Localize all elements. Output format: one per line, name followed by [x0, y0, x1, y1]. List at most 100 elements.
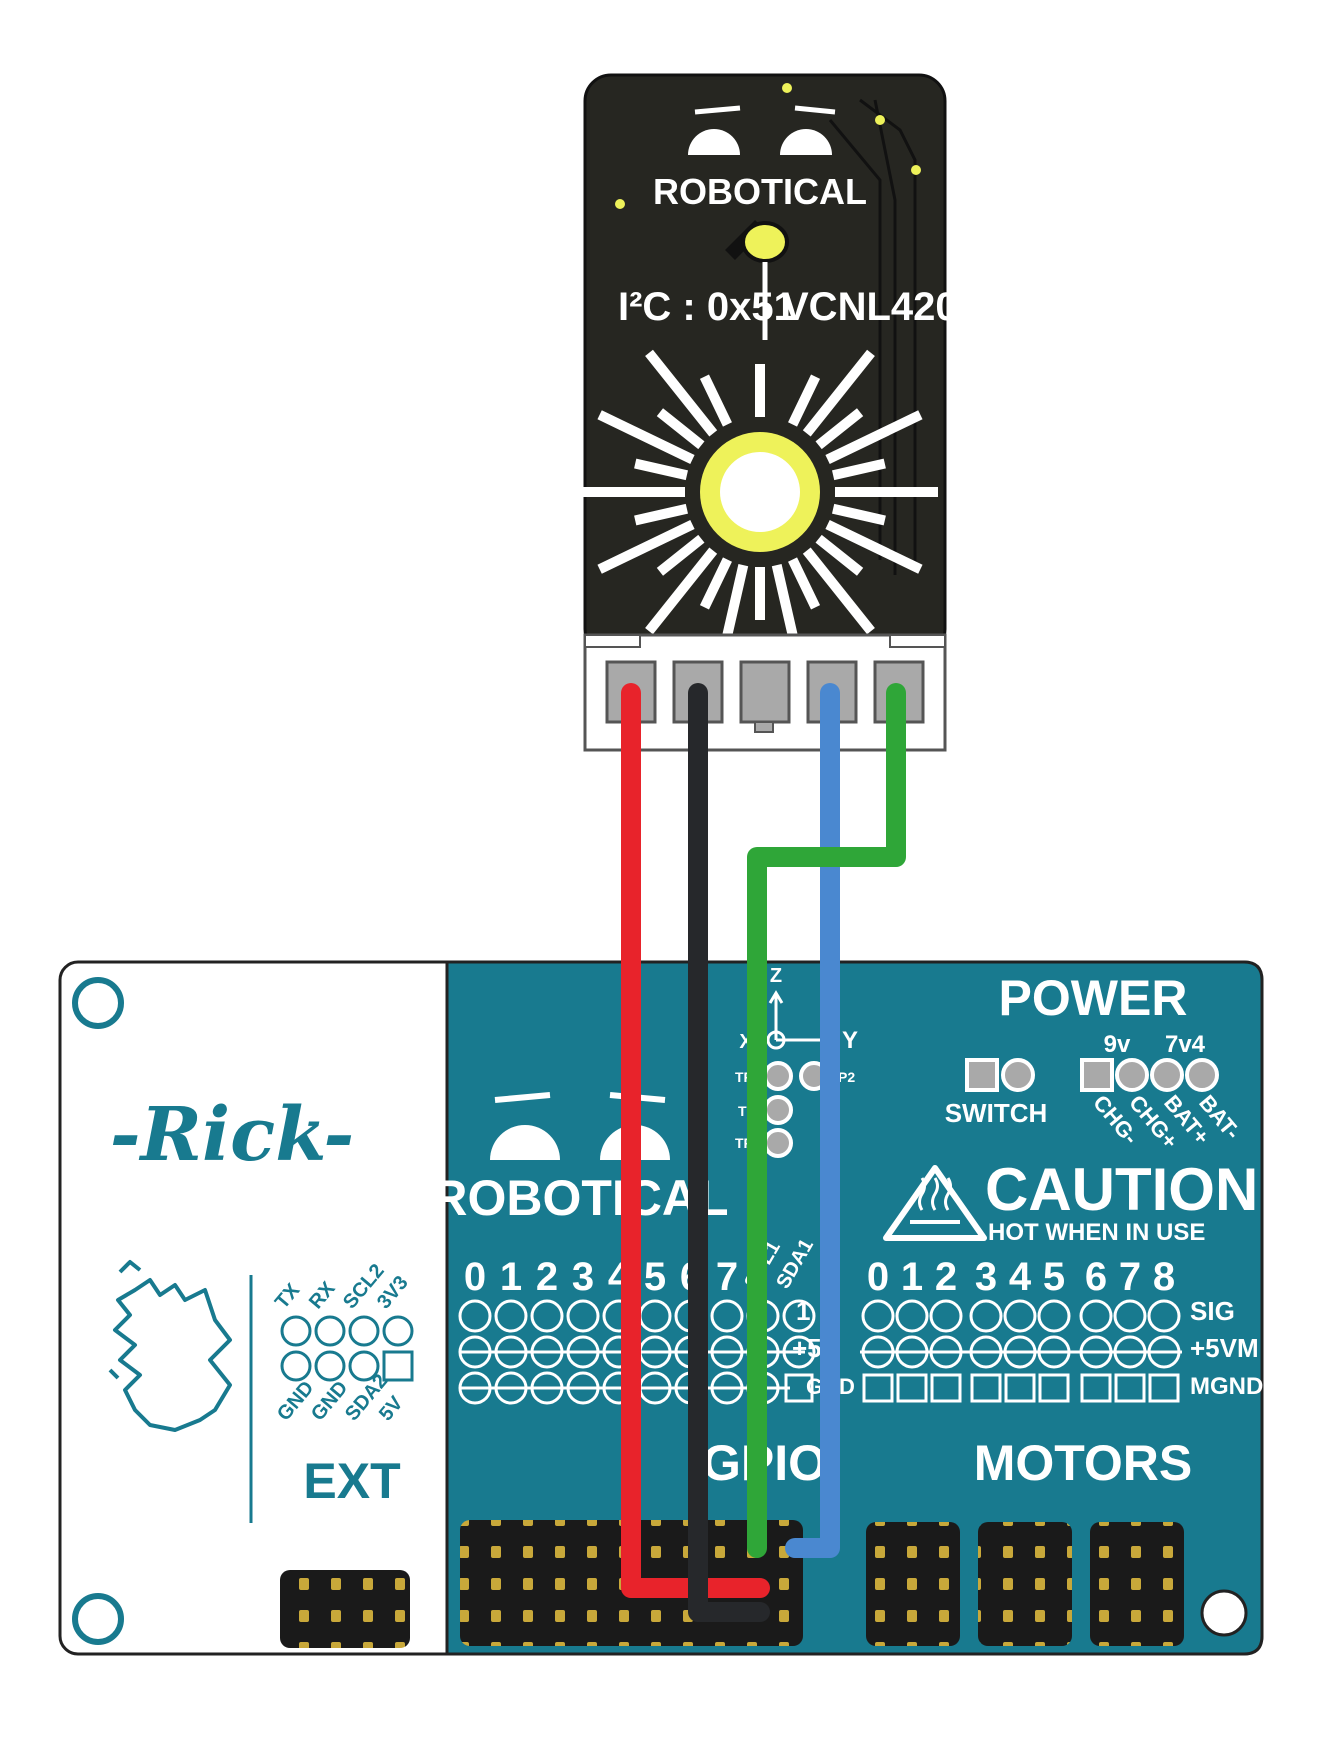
voltage-9v: 9v [1104, 1031, 1131, 1058]
mount-hole-icon [72, 1593, 124, 1645]
ext-heading: EXT [303, 1453, 400, 1509]
wire-black [688, 683, 770, 1622]
motor-pin [1004, 1373, 1036, 1403]
sunburst-ray [645, 547, 718, 635]
svg-text:ROBOTICAL: ROBOTICAL [431, 1170, 728, 1226]
motor-pin [1003, 1299, 1037, 1333]
gpio-pin [782, 1299, 816, 1333]
motor-pin-header [866, 1522, 960, 1646]
svg-text:+5VM: +5VM [1190, 1333, 1259, 1363]
gpio-pin [494, 1299, 528, 1333]
voltage-7v4: 7v4 [1165, 1031, 1206, 1058]
motor-number: 7 [1119, 1255, 1141, 1299]
motor-pin [1037, 1299, 1071, 1333]
motor-number: 1 [901, 1255, 923, 1299]
ext-pin-header [280, 1570, 410, 1648]
svg-text:SWITCH: SWITCH [945, 1098, 1048, 1128]
gpio-number: 5 [644, 1255, 666, 1299]
motor-pin [969, 1299, 1003, 1333]
sunburst-ray [656, 534, 705, 576]
sunburst-ray [802, 547, 875, 635]
wire-blue [785, 683, 840, 1558]
sunburst-ray [699, 374, 732, 427]
sunburst-ray [699, 557, 732, 610]
motor-pin-header [1090, 1522, 1184, 1646]
motor-pin [1147, 1299, 1181, 1333]
svg-text:SIG: SIG [1190, 1296, 1235, 1326]
wire-red [621, 683, 770, 1598]
motor-pin [1114, 1373, 1146, 1403]
svg-text:Y: Y [842, 1027, 858, 1054]
motor-pin [1148, 1373, 1180, 1403]
wires [621, 683, 906, 1622]
motor-number: 0 [867, 1255, 889, 1299]
wire-green [747, 683, 906, 1558]
motor-pin [896, 1373, 928, 1403]
chip-label: VCNL4200 [782, 285, 980, 329]
gpio-pin [530, 1299, 564, 1333]
caution-warning: CAUTION! HOT WHEN IN USE [883, 1156, 1278, 1246]
board-robotical-logo: ROBOTICAL [431, 1092, 729, 1226]
motor-pin [1080, 1373, 1112, 1403]
motor-pin [930, 1373, 962, 1403]
motor-pin [862, 1373, 894, 1403]
svg-text:CAUTION!: CAUTION! [985, 1156, 1278, 1223]
board-name: -Rick- [110, 1092, 354, 1178]
sunburst-ray [634, 458, 688, 481]
motor-pin [895, 1299, 929, 1333]
motor-pin [929, 1299, 963, 1333]
motor-pin [1113, 1299, 1147, 1333]
svg-text:HOT WHEN IN USE: HOT WHEN IN USE [988, 1219, 1205, 1246]
gpio-number: 2 [536, 1255, 558, 1299]
sunburst-ray [597, 520, 695, 574]
motor-number: 4 [1009, 1255, 1032, 1299]
sensor-module: ROBOTICAL I²C : 0x51 VCNL4200 [582, 73, 980, 752]
sunburst-ray [788, 557, 821, 610]
via-dot [911, 165, 921, 175]
scotland-map-icon [108, 1260, 232, 1432]
switch-header: SWITCH [945, 1058, 1048, 1128]
sunburst-ray [825, 410, 923, 464]
motor-number: 8 [1153, 1255, 1175, 1299]
via-dot [875, 115, 885, 125]
motor-pin [970, 1373, 1002, 1403]
sunburst-ray [832, 503, 886, 526]
mount-hole-icon [72, 977, 124, 1029]
sunburst-ray [597, 410, 695, 464]
power-heading: POWER [999, 970, 1188, 1026]
sunburst-ray [832, 458, 886, 481]
sunburst-ray [815, 408, 864, 450]
sunburst-ray [815, 534, 864, 576]
warning-triangle-icon [883, 1165, 987, 1241]
gpio-pin [458, 1299, 492, 1333]
sensor-robotical-logo: ROBOTICAL [653, 105, 867, 212]
motor-number: 5 [1043, 1255, 1065, 1299]
sunburst-ray [825, 520, 923, 574]
gpio-pin [566, 1299, 600, 1333]
svg-text:P2: P2 [838, 1069, 855, 1085]
svg-text:Z: Z [770, 965, 782, 987]
sunburst-ray [802, 349, 875, 437]
svg-text:MGND: MGND [1190, 1373, 1263, 1400]
gpio-number: 0 [464, 1255, 486, 1299]
motors-heading: MOTORS [974, 1435, 1193, 1491]
gpio-pin [710, 1299, 744, 1333]
sunburst-ray [656, 408, 705, 450]
via-dot [782, 83, 792, 93]
i2c-label: I²C : 0x51 [618, 285, 796, 329]
sunburst-ray [634, 503, 688, 526]
motor-number: 6 [1085, 1255, 1107, 1299]
gpio-number: 3 [572, 1255, 594, 1299]
sensor-center-pad [725, 220, 789, 340]
svg-text:ROBOTICAL: ROBOTICAL [653, 171, 867, 212]
sensor-sunburst [582, 349, 938, 667]
motor-pin [1038, 1373, 1070, 1403]
motor-pin [861, 1299, 895, 1333]
motor-pin-header [978, 1522, 1072, 1646]
mount-hole-icon [1200, 1589, 1248, 1637]
sunburst-ray [645, 349, 718, 437]
